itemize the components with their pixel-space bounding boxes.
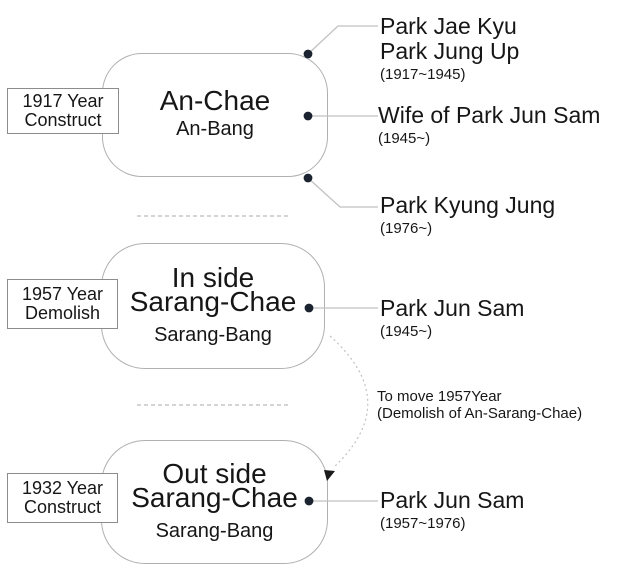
construct-badge-1932: 1932 Year Construct	[7, 473, 118, 523]
connector-line-park-jae-kyu	[307, 25, 378, 55]
house-box-outside-sarang-chae: Out side Sarang-Chae Sarang-Bang	[101, 440, 328, 564]
occupant-entry-park-kyung-jung: Park Kyung Jung (1976~)	[380, 192, 556, 238]
occupant-name: Park Jun Sam	[380, 487, 525, 513]
occupant-period: (1917~1945)	[380, 66, 466, 83]
move-arc-dotted-line	[329, 335, 369, 469]
occupant-name: Park Jae Kyu Park Jung Up	[380, 13, 520, 64]
house-box-inside-sarang-chae: In side Sarang-Chae Sarang-Bang	[101, 243, 325, 369]
occupant-name: Park Kyung Jung	[380, 192, 556, 218]
occupant-period: (1976~)	[380, 220, 433, 237]
occupant-period: (1957~1976)	[380, 515, 466, 532]
occupant-entry-park-jun-sam-inside: Park Jun Sam (1945~)	[380, 295, 525, 341]
connector-line-park-kyung-jung	[307, 177, 378, 208]
occupant-entry-park-jae-kyu: Park Jae Kyu Park Jung Up (1917~1945)	[380, 13, 520, 84]
house-subtitle-sarang-bang-inside: Sarang-Bang	[154, 323, 272, 346]
construct-badge-1917: 1917 Year Construct	[7, 88, 119, 134]
occupant-period: (1945~)	[380, 323, 433, 340]
occupant-entry-wife-of-park-jun-sam: Wife of Park Jun Sam (1945~)	[378, 102, 601, 148]
house-subtitle-sarang-bang-outside: Sarang-Bang	[155, 519, 274, 542]
junction-dot-bottom	[303, 173, 313, 183]
house-title-outside-sarang-chae: Out side Sarang-Chae	[131, 457, 298, 513]
occupant-name: Park Jun Sam	[380, 295, 525, 321]
occupant-entry-park-jun-sam-outside: Park Jun Sam (1957~1976)	[380, 487, 525, 533]
house-subtitle-an-bang: An-Bang	[176, 118, 254, 140]
house-title-inside-sarang-chae: In side Sarang-Chae	[129, 261, 297, 317]
demolish-badge-1957: 1957 Year Demolish	[7, 279, 118, 329]
house-title-an-chae: An-Chae	[159, 85, 271, 116]
move-annotation: To move 1957Year (Demolish of An-Sarang-…	[377, 388, 583, 422]
occupant-period: (1945~)	[378, 130, 431, 147]
occupant-name: Wife of Park Jun Sam	[378, 102, 601, 128]
house-box-an-chae: An-Chae An-Bang	[102, 53, 328, 177]
